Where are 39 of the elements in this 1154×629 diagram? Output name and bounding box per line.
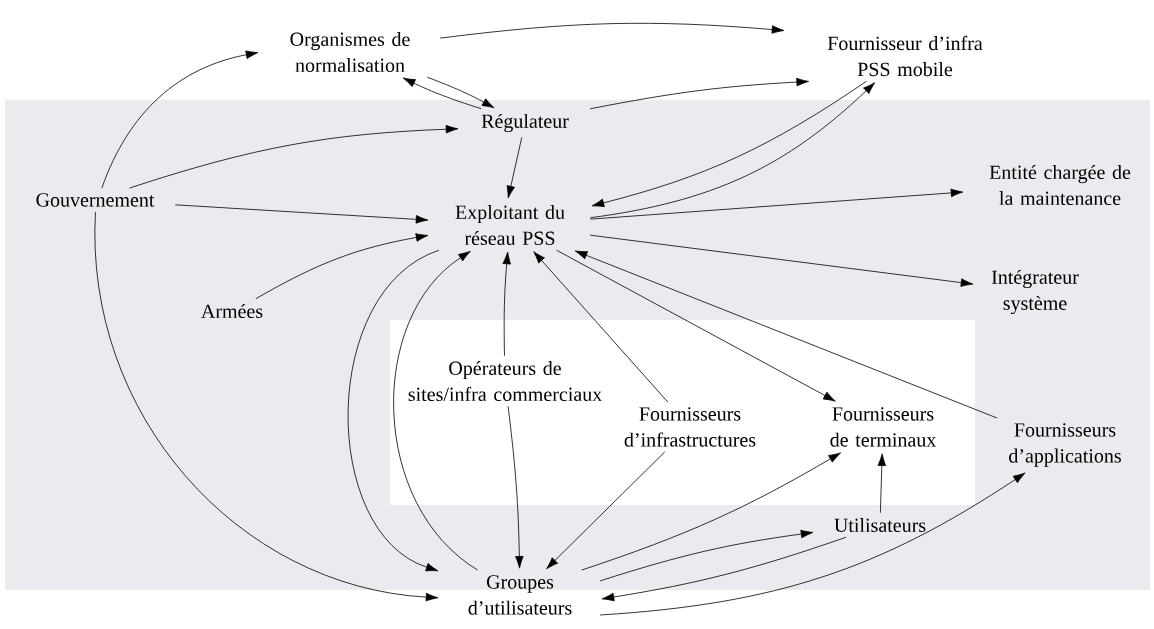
node-label: Régulateur — [481, 113, 569, 133]
node-label: Exploitant du réseau PSS — [455, 204, 565, 246]
arrow — [589, 77, 809, 110]
arrow — [347, 249, 440, 572]
node-label: Opérateurs de sites/infra commerciaux — [408, 360, 602, 402]
arrow — [556, 249, 836, 402]
arrow — [101, 50, 259, 189]
node-label: Armées — [201, 303, 263, 319]
arrow — [877, 453, 887, 514]
arrow — [581, 452, 841, 571]
arrow — [599, 529, 814, 582]
node-label: Gouvernement — [36, 193, 155, 207]
arrow — [174, 204, 429, 224]
node-label: Intégrateur système — [991, 269, 1079, 315]
arrow — [255, 233, 429, 300]
arrow — [95, 211, 439, 602]
node-label: Groupes d’utilisateurs — [468, 575, 572, 615]
arrow — [546, 451, 666, 570]
arrow — [599, 472, 1026, 616]
arrow — [574, 250, 998, 419]
arrow — [506, 136, 523, 199]
arrow — [393, 250, 479, 571]
arrow — [502, 251, 511, 357]
arrow — [507, 405, 524, 569]
arrow — [129, 124, 459, 189]
node-label: Fournisseurs d’infrastructures — [624, 407, 756, 447]
arrow — [439, 22, 785, 39]
arrow — [533, 251, 669, 403]
arrow — [589, 188, 964, 220]
arrow — [402, 77, 482, 110]
node-label: Utilisateurs — [834, 517, 926, 532]
node-label: Fournisseur d’infra PSS mobile — [827, 35, 983, 77]
arrow — [589, 234, 974, 287]
node-label: Fournisseurs de terminaux — [830, 407, 937, 447]
node-label: Organismes de normalisation — [290, 31, 410, 73]
node-label: Entité chargée de la maintenance — [989, 164, 1131, 206]
arrow — [601, 536, 847, 602]
arrow — [426, 76, 495, 109]
node-label: Fournisseurs d’applications — [1009, 423, 1121, 467]
